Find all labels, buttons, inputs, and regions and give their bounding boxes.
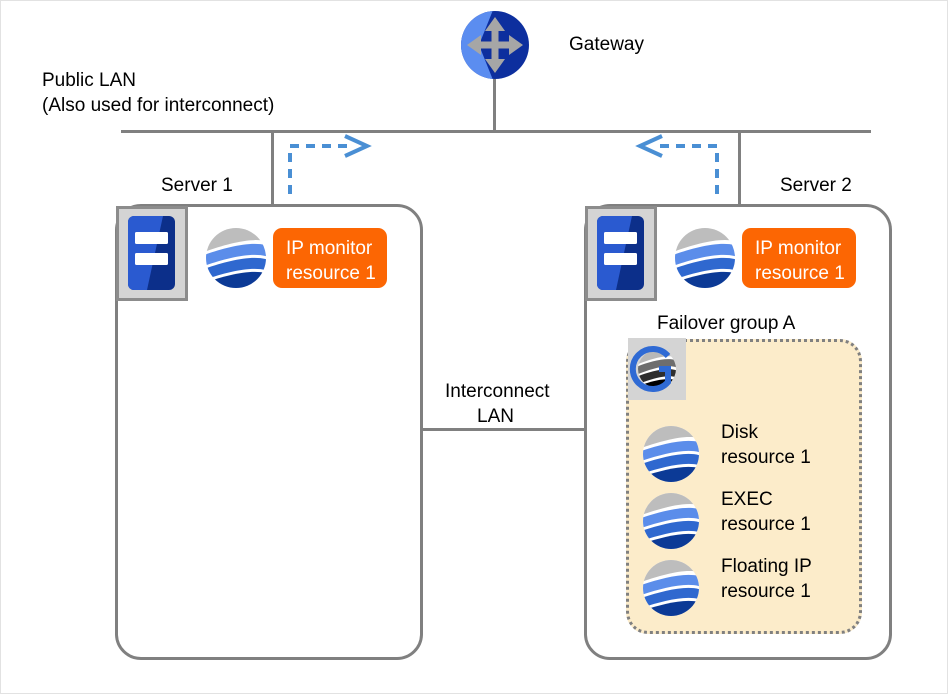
router-icon [459,9,531,81]
group-resource-label: resource 1 [721,581,811,602]
group-resource-label: resource 1 [721,514,811,535]
interconnect-lan-label-line2: LAN [477,406,514,427]
gateway-drop-line [493,79,496,133]
failover-group-icon [628,338,686,400]
server-icon [116,206,188,301]
resource-sphere-icon [674,227,736,289]
resource-sphere-icon [642,492,700,550]
group-resource-label: resource 1 [721,447,811,468]
public-lan-label-line2: (Also used for interconnect) [42,95,275,116]
group-resource-label: EXEC [721,489,773,510]
server1-ip-monitor-pill[interactable]: IP monitor resource 1 [273,228,387,288]
interconnect-lan-label-line1: Interconnect [445,381,550,402]
server2-lan-drop-line [738,130,741,206]
failover-group-label: Failover group A [657,313,796,334]
server2-label: Server 2 [780,175,852,196]
public-lan-bus [121,130,871,133]
dashed-arrow-left-icon [631,134,726,196]
resource-sphere-icon [642,425,700,483]
group-resource-label: Disk [721,422,758,443]
resource-sphere-icon [642,559,700,617]
server1-label: Server 1 [161,175,233,196]
gateway-label: Gateway [569,34,644,55]
dashed-arrow-right-icon [281,134,376,196]
resource-sphere-icon [205,227,267,289]
public-lan-label-line1: Public LAN [42,70,136,91]
group-resource-label: Floating IP [721,556,812,577]
server1-lan-drop-line [271,130,274,206]
interconnect-lan-line [423,428,587,431]
server-icon [585,206,657,301]
server2-ip-monitor-pill[interactable]: IP monitor resource 1 [742,228,856,288]
